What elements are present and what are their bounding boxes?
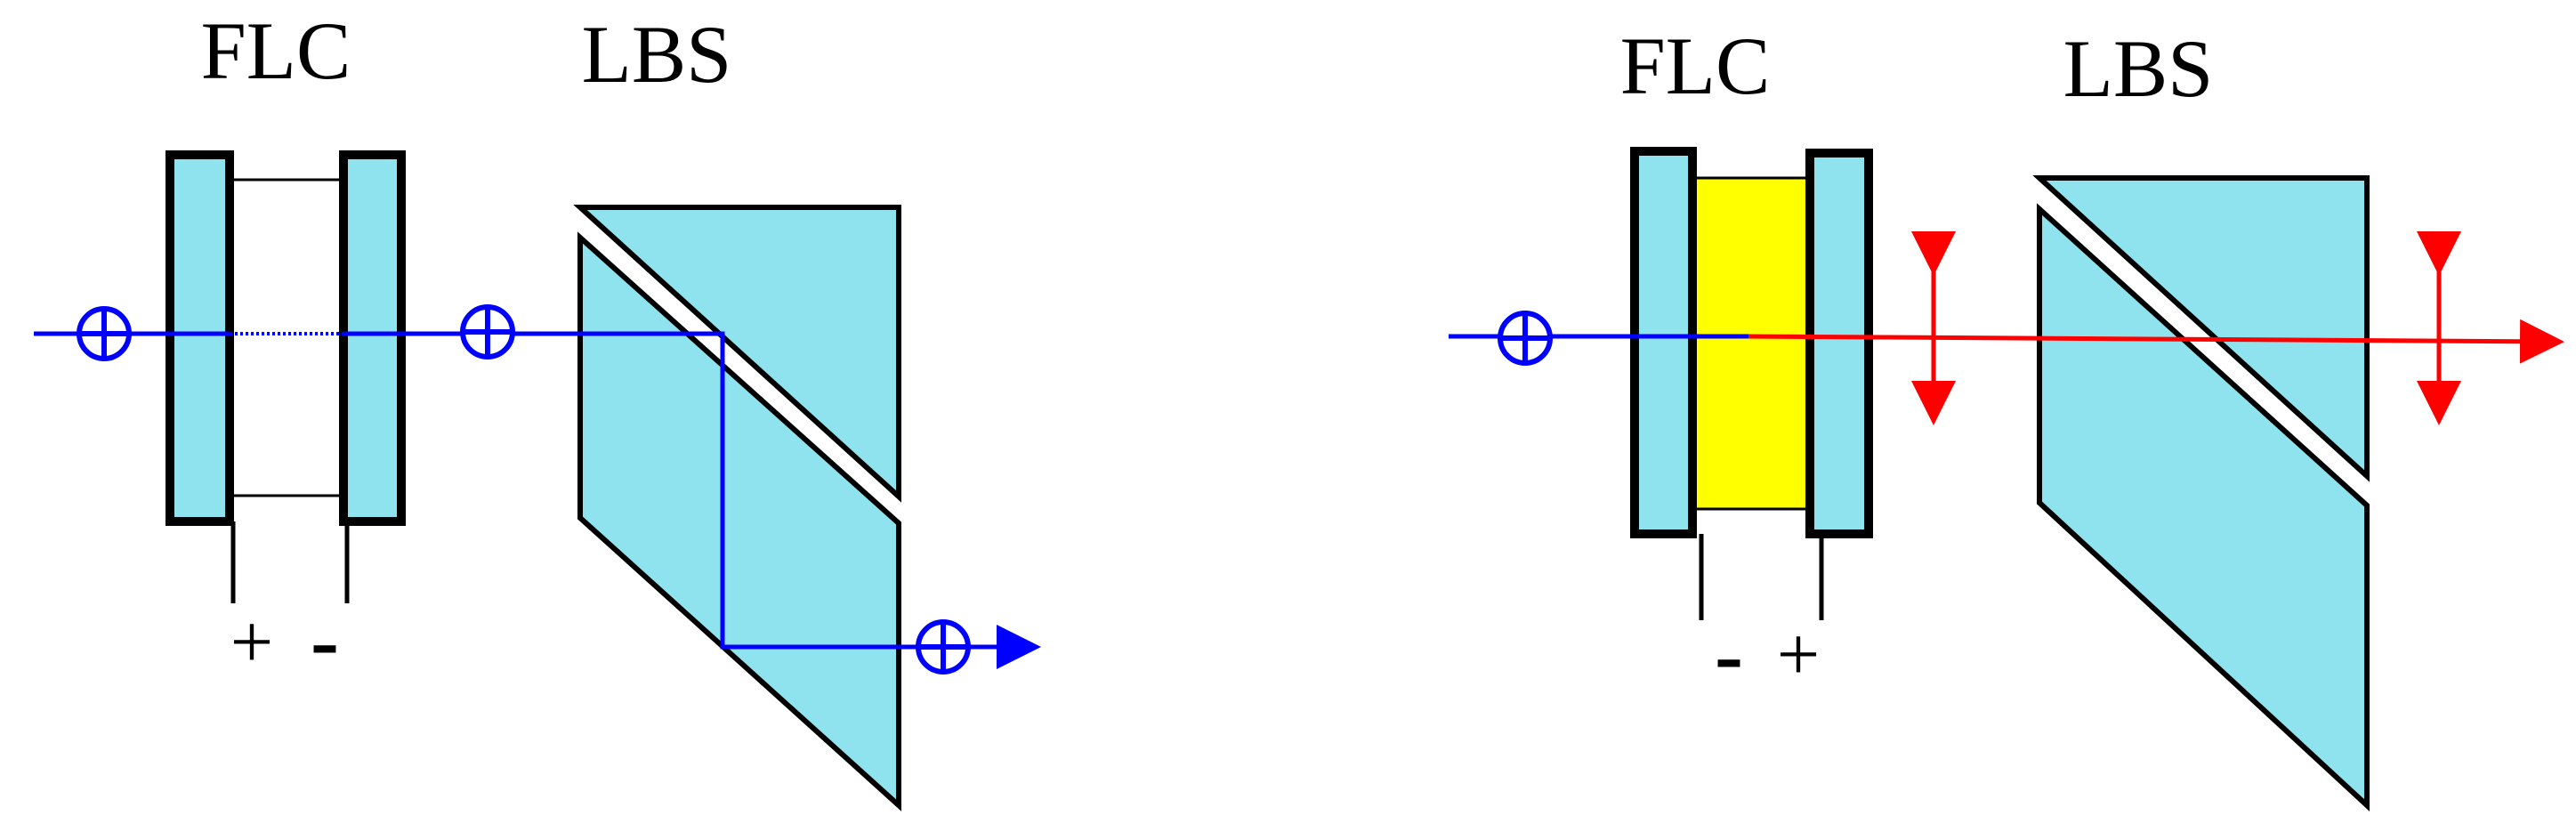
left-polarization-symbol-3 xyxy=(916,619,971,674)
left-lbs-upper-prism xyxy=(573,205,901,503)
right-flc-cell xyxy=(1630,147,1873,620)
left-polarization-symbol-2 xyxy=(460,304,515,359)
right-flc-plate-right xyxy=(1805,149,1873,538)
right-lbs-prism xyxy=(2032,175,2370,812)
left-lbs-lower-prism xyxy=(577,231,901,812)
left-plus-sign: + xyxy=(230,599,274,684)
right-lbs-upper-prism xyxy=(2032,175,2370,482)
left-lbs-label: LBS xyxy=(582,9,732,100)
left-flc-plate-right xyxy=(339,150,406,526)
left-beam-path xyxy=(34,304,1041,674)
right-beam-path xyxy=(1449,231,2564,425)
right-panel: FLC LBS - + xyxy=(1449,20,2564,812)
left-panel: FLC LBS + - xyxy=(34,5,1041,812)
right-lbs-lower-prism xyxy=(2037,203,2370,812)
left-polarization-symbol-1 xyxy=(77,306,132,361)
left-flc-cell xyxy=(166,150,406,603)
left-flc-liquid-crystal xyxy=(228,178,345,497)
right-flc-plate-left xyxy=(1630,147,1697,538)
left-flc-label: FLC xyxy=(201,5,351,96)
left-lbs-prism xyxy=(573,205,901,812)
left-beam-through xyxy=(343,331,1041,669)
left-minus-sign: - xyxy=(311,593,339,688)
right-flc-label: FLC xyxy=(1620,20,1771,111)
right-flc-liquid-crystal xyxy=(1691,176,1812,511)
right-plus-sign: + xyxy=(1777,611,1821,697)
right-lbs-label: LBS xyxy=(2063,23,2214,114)
left-flc-plate-left xyxy=(166,150,234,526)
right-minus-sign: - xyxy=(1715,607,1743,702)
right-polarization-symbol xyxy=(1498,311,1553,366)
